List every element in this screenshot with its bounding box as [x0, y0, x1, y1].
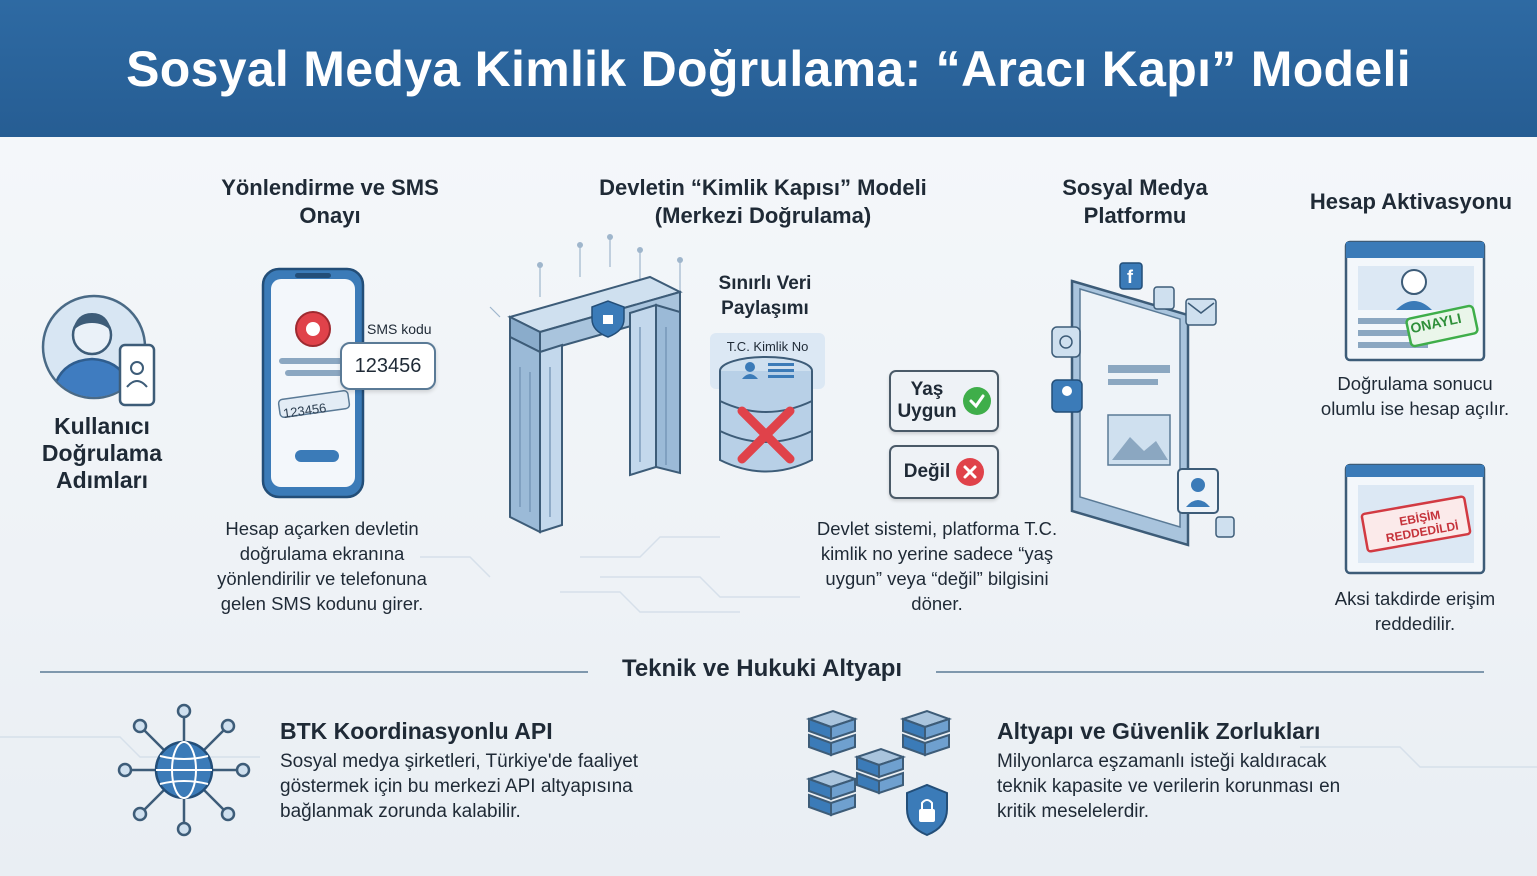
svg-text:f: f	[1127, 267, 1134, 287]
approved-window-illustration	[1344, 240, 1486, 362]
database-blocked-icon	[719, 356, 813, 473]
sms-step-description: Hesap açarken devletin doğrulama ekranın…	[217, 518, 427, 614]
activation-heading: Hesap Aktivasyonu	[1309, 189, 1513, 214]
cross-icon	[956, 458, 985, 486]
user-label: Kullanıcı Doğrulama Adımları	[41, 413, 163, 493]
globe-network-icon	[117, 703, 251, 837]
api-title: BTK Koordinasyonlu API	[280, 718, 553, 744]
user-avatar-icon	[41, 294, 156, 407]
gate-step-heading: Devletin “Kimlik Kapısı” Modeli (Merkezi…	[599, 175, 927, 228]
phone-sms-illustration	[261, 267, 365, 499]
security-description: Milyonlarca eşzamanlı isteği kaldıracak …	[997, 751, 1341, 822]
not-ok-label: Değil	[903, 461, 951, 482]
infrastructure-title: Teknik ve Hukuki Altyapı	[621, 655, 903, 682]
background-circuit-lines	[0, 536, 1537, 768]
section-divider-right	[936, 671, 1484, 673]
age-ok-label: Yaş Uygun	[897, 379, 957, 422]
rejected-window-illustration	[1344, 463, 1486, 575]
not-ok-response: Değil	[889, 445, 999, 499]
limited-share-label: Sınırlı Veri Paylaşımı	[718, 273, 812, 319]
rejected-description: Aksi takdirde erişim reddedilir.	[1334, 588, 1496, 634]
platform-heading: Sosyal Medya Platformu	[1062, 175, 1208, 228]
response-description: Devlet sistemi, platforma T.C. kimlik no…	[816, 518, 1058, 614]
page-title: Sosyal Medya Kimlik Doğrulama: “Aracı Ka…	[126, 40, 1411, 97]
diagram-canvas: Kullanıcı Doğrulama Adımları Yönlendirme…	[0, 137, 1537, 876]
tc-id-label: T.C. Kimlik No	[726, 339, 809, 354]
approved-description: Doğrulama sonucu olumlu ise hesap açılır…	[1320, 373, 1510, 419]
identity-gate-illustration	[489, 234, 683, 534]
server-security-icon	[805, 709, 953, 837]
sms-code-bubble: 123456	[340, 342, 436, 390]
sms-code-value: 123456	[354, 354, 422, 377]
sms-step-heading: Yönlendirme ve SMS Onayı	[221, 175, 439, 228]
api-description: Sosyal medya şirketleri, Türkiye'de faal…	[280, 751, 639, 822]
title-banner: Sosyal Medya Kimlik Doğrulama: “Aracı Ka…	[0, 0, 1537, 137]
social-platform-tablet-illustration: f	[1051, 262, 1235, 547]
age-ok-response: Yaş Uygun	[889, 370, 999, 432]
sms-code-label: SMS kodu	[367, 321, 432, 337]
section-divider-left	[40, 671, 588, 673]
security-title: Altyapı ve Güvenlik Zorlukları	[997, 718, 1321, 744]
check-icon	[963, 387, 991, 415]
